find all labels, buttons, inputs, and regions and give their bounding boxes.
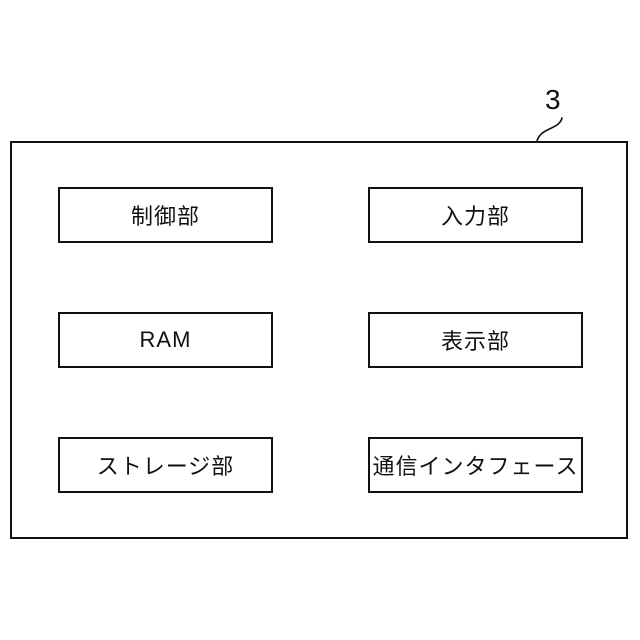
block-communication-interface: 通信インタフェース [368, 437, 583, 493]
block-storage-unit-label: ストレージ部 [96, 454, 235, 479]
device-outline-box: 制御部 入力部 RAM 表示部 ストレージ部 通信インタフェース [10, 141, 628, 539]
block-control-unit-label: 制御部 [130, 204, 200, 229]
block-input-unit-label: 入力部 [440, 204, 510, 229]
leader-line [536, 117, 563, 142]
block-control-unit: 制御部 [58, 187, 273, 243]
reference-number-label: 3 [545, 84, 561, 115]
block-display-unit: 表示部 [368, 312, 583, 368]
block-communication-interface-label: 通信インタフェース [372, 454, 579, 479]
block-ram: RAM [58, 312, 273, 368]
block-input-unit: 入力部 [368, 187, 583, 243]
block-storage-unit: ストレージ部 [58, 437, 273, 493]
block-ram-label: RAM [139, 327, 192, 352]
block-display-unit-label: 表示部 [440, 329, 510, 354]
